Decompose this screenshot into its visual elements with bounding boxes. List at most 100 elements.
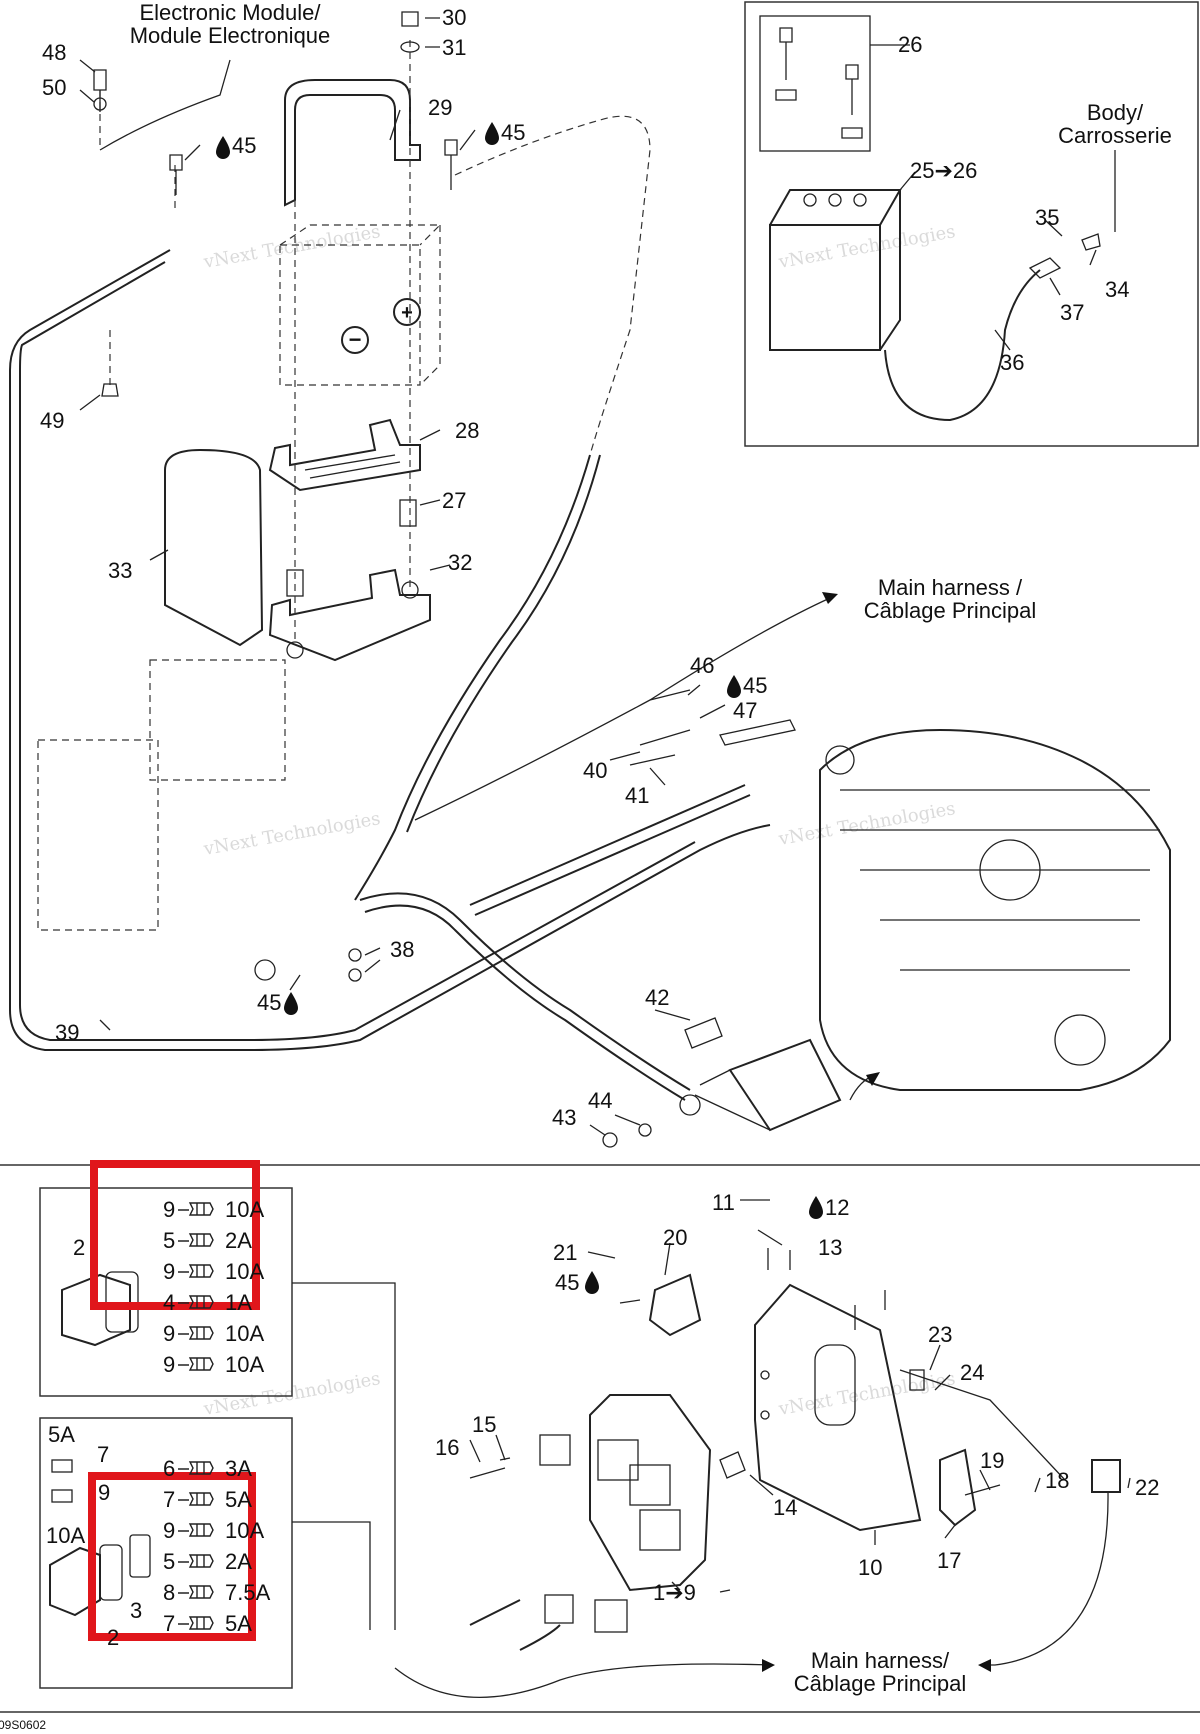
washer-50	[93, 97, 107, 111]
spacer-27	[399, 499, 417, 527]
callout-3: 3	[130, 1598, 142, 1623]
callout-36: 36	[1000, 350, 1024, 375]
battery-cell-cap	[803, 193, 817, 207]
nut-30	[401, 11, 419, 27]
callout-27: 27	[442, 488, 466, 513]
engine-bolts	[629, 689, 691, 766]
watermark-text: vNext Technologies	[201, 221, 382, 273]
body-label-fr: Carrosserie	[1058, 123, 1172, 148]
ecm-outline	[149, 659, 286, 781]
callout-33: 33	[108, 558, 132, 583]
callout-15: 15	[472, 1412, 496, 1437]
callout-19: 19	[980, 1448, 1004, 1473]
callout-2a: 2	[73, 1235, 85, 1260]
tray-slots	[304, 454, 401, 479]
callout-23: 23	[928, 1322, 952, 1347]
main-harness-bottom-fr: Câblage Principal	[794, 1671, 966, 1696]
negative-terminal-icon	[341, 326, 369, 354]
positive-cable-braid-edge	[406, 454, 601, 833]
callout-20: 20	[663, 1225, 687, 1250]
diagram-code: 09S0602	[0, 1718, 46, 1732]
watermark-text: vNext Technologies	[776, 1368, 957, 1420]
engine-block	[819, 728, 1171, 1091]
callout-31: 31	[442, 35, 466, 60]
fuse-ref: 9	[163, 1197, 175, 1222]
leader-lines-top	[79, 17, 1097, 1136]
washer-31	[400, 41, 420, 53]
callout-1-9: 1➔9	[653, 1580, 696, 1605]
fuse-ref: 5	[163, 1549, 175, 1574]
grommet-icon	[286, 641, 304, 659]
callout-32: 32	[448, 550, 472, 575]
cables-top	[9, 59, 1116, 1101]
callout-38: 38	[390, 937, 414, 962]
sensor-module-20	[648, 1273, 702, 1337]
main-harness-lead	[414, 597, 831, 821]
bolt-45	[444, 139, 458, 190]
engine-ground-cable-edge	[474, 794, 751, 916]
fuse-ref: 9	[163, 1352, 175, 1377]
spare-fuse-icon	[51, 1489, 73, 1503]
engine-cap	[825, 745, 855, 775]
terminal-boot-42	[684, 1017, 723, 1049]
watermarks: vNext Technologies vNext Technologies vN…	[201, 221, 957, 1420]
fuse-icon	[188, 1523, 214, 1537]
starter-cable-edge	[364, 904, 686, 1101]
callout-45b: 45	[501, 120, 525, 145]
callout-7: 7	[97, 1442, 109, 1467]
callout-28: 28	[455, 418, 479, 443]
callout-14: 14	[773, 1495, 797, 1520]
fuse-ref: 6	[163, 1456, 175, 1481]
callout-9: 9	[98, 1480, 110, 1505]
bracket-slot	[814, 1344, 856, 1426]
callout-44: 44	[588, 1088, 612, 1113]
fuse-rating: 1A	[225, 1290, 252, 1315]
bottom-bolts	[469, 1248, 1001, 1593]
arrow-icon	[866, 1072, 880, 1086]
module-lead	[99, 59, 231, 151]
bolt-48	[93, 69, 107, 112]
callout-18: 18	[1045, 1468, 1069, 1493]
bolt-kit-box	[759, 15, 871, 152]
harness-lead-24	[899, 1369, 1066, 1481]
ecm-connector	[629, 1464, 671, 1506]
callout-40: 40	[583, 758, 607, 783]
minus-icon: −	[349, 327, 362, 352]
bolt-icon	[779, 27, 793, 80]
fuse-box-1-link	[292, 1282, 396, 1630]
fuse-box-1-frame	[39, 1187, 293, 1397]
battery-cell-cap	[828, 193, 842, 207]
callout-21: 21	[553, 1240, 577, 1265]
fuse-box-2-link	[292, 1521, 371, 1630]
callout-39: 39	[55, 1020, 79, 1045]
relay-17	[939, 1448, 977, 1527]
fuse-rating: 10A	[225, 1352, 264, 1377]
spare-fuse-icon	[51, 1459, 73, 1473]
ground-cable-edge	[19, 261, 696, 1041]
mounting-plate	[268, 568, 431, 662]
engine-pulley	[1054, 1014, 1106, 1066]
battery-tray	[268, 418, 421, 492]
callout-43: 43	[552, 1105, 576, 1130]
fuse-icon	[188, 1264, 214, 1278]
cable-lug-icon	[254, 959, 276, 981]
callout-2b: 2	[107, 1625, 119, 1650]
fuse-ref: 7	[163, 1611, 175, 1636]
ecm-plate-outline	[37, 739, 159, 931]
arrow-icon	[762, 1659, 775, 1672]
fuse-ref: 4	[163, 1290, 175, 1315]
fuse-box-2-frame	[39, 1417, 293, 1689]
fuse-rating: 5A	[225, 1487, 252, 1512]
body-label-en: Body/	[1087, 100, 1144, 125]
fuse-ref: 8	[163, 1580, 175, 1605]
callout-45c: 45	[743, 673, 767, 698]
grease-drop-icon	[284, 992, 298, 1015]
fuse-icon	[188, 1326, 214, 1340]
fuse-row: 4 1A	[163, 1290, 252, 1315]
electronic-module-label-en: Electronic Module/	[140, 0, 322, 25]
plus-icon: +	[401, 302, 413, 324]
